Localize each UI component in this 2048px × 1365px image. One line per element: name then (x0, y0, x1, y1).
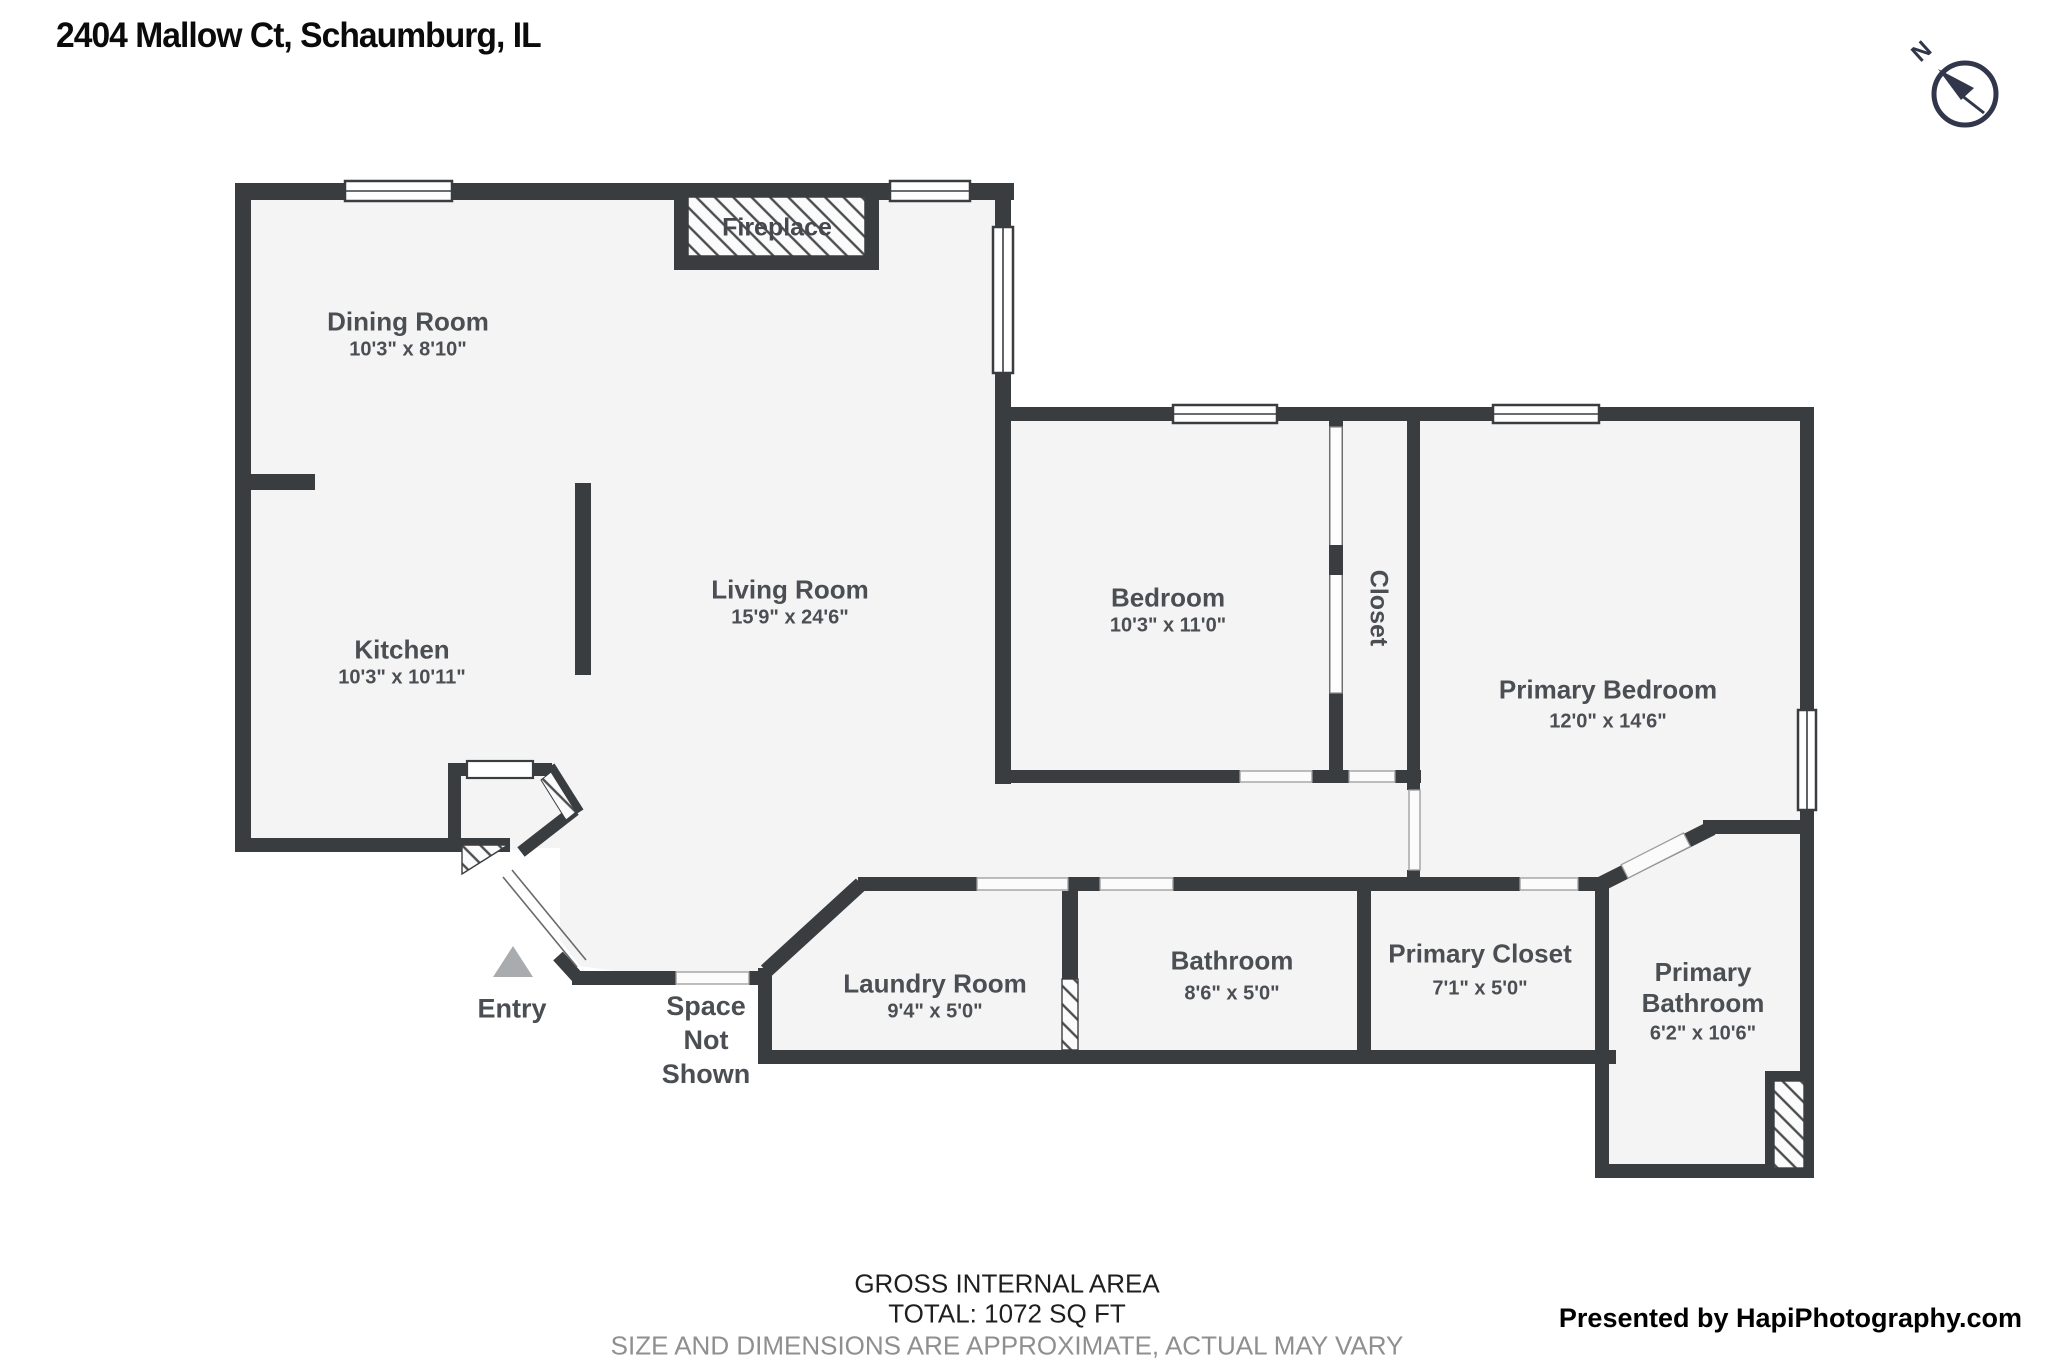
compass-icon (1931, 60, 1999, 128)
space-not-shown-label: Space Not Shown (661, 991, 751, 1089)
room-label-laundry: Laundry Room (843, 968, 1027, 999)
room-dims-living: 15'9" x 24'6" (731, 606, 849, 629)
page-title: 2404 Mallow Ct, Schaumburg, IL (56, 16, 542, 55)
vestibule-window (465, 759, 535, 780)
shower-fixture (1765, 1071, 1814, 1178)
primary-bathroom-door (1620, 832, 1692, 880)
room-dims-kitchen: 10'3" x 10'11" (338, 666, 466, 689)
primary-bedroom-right-window (1796, 708, 1818, 812)
entry-door-swing (502, 869, 587, 968)
room-label-living: Living Room (711, 574, 869, 605)
floor-areas (242, 190, 1807, 1171)
room-dims-laundry: 9'4" x 5'0" (887, 1000, 983, 1023)
hatched-details (461, 771, 1814, 1178)
closet-sliding-door (1329, 426, 1343, 694)
room-label-primary-bedroom: Primary Bedroom (1498, 674, 1718, 705)
room-label-primary-bathroom: Primary Bathroom (1641, 957, 1765, 1018)
vestibule-hatch (540, 771, 577, 821)
credit-label: Presented by HapiPhotography.com (1558, 1303, 2022, 1333)
fireplace-label: Fireplace (722, 213, 832, 242)
gross-internal-area-label: GROSS INTERNAL AREA (854, 1268, 1160, 1299)
living-top-window (888, 179, 972, 203)
room-label-bathroom: Bathroom (1170, 945, 1294, 976)
entry-hatch-triangle (461, 844, 511, 876)
room-label-bedroom: Bedroom (1110, 582, 1226, 613)
disclaimer-label: SIZE AND DIMENSIONS ARE APPROXIMATE, ACT… (610, 1330, 1404, 1361)
fireplace (674, 183, 879, 270)
entry-label: Entry (477, 993, 547, 1024)
living-right-window (991, 225, 1015, 375)
room-label-dining: Dining Room (327, 306, 489, 337)
room-label-kitchen: Kitchen (354, 634, 450, 665)
laundry-pocket-door (1061, 978, 1079, 1051)
bedroom-window (1171, 403, 1279, 425)
primary-bedroom-top-window (1491, 403, 1601, 425)
room-dims-primary-bathroom: 6'2" x 10'6" (1649, 1022, 1757, 1045)
room-dims-dining: 10'3" x 8'10" (349, 338, 467, 361)
room-dims-bathroom: 8'6" x 5'0" (1184, 982, 1280, 1005)
windows (343, 179, 1818, 812)
entry-triangle-marker (493, 946, 533, 977)
total-sqft-label: TOTAL: 1072 SQ FT (888, 1298, 1126, 1329)
room-dims-primary-closet: 7'1" x 5'0" (1432, 977, 1528, 1000)
door-openings (675, 770, 1579, 985)
room-dims-bedroom: 10'3" x 11'0" (1109, 614, 1227, 637)
room-dims-primary-bedroom: 12'0" x 14'6" (1549, 710, 1667, 733)
room-label-primary-closet: Primary Closet (1388, 938, 1572, 969)
dining-window (343, 179, 454, 203)
room-label-closet: Closet (1364, 569, 1393, 647)
